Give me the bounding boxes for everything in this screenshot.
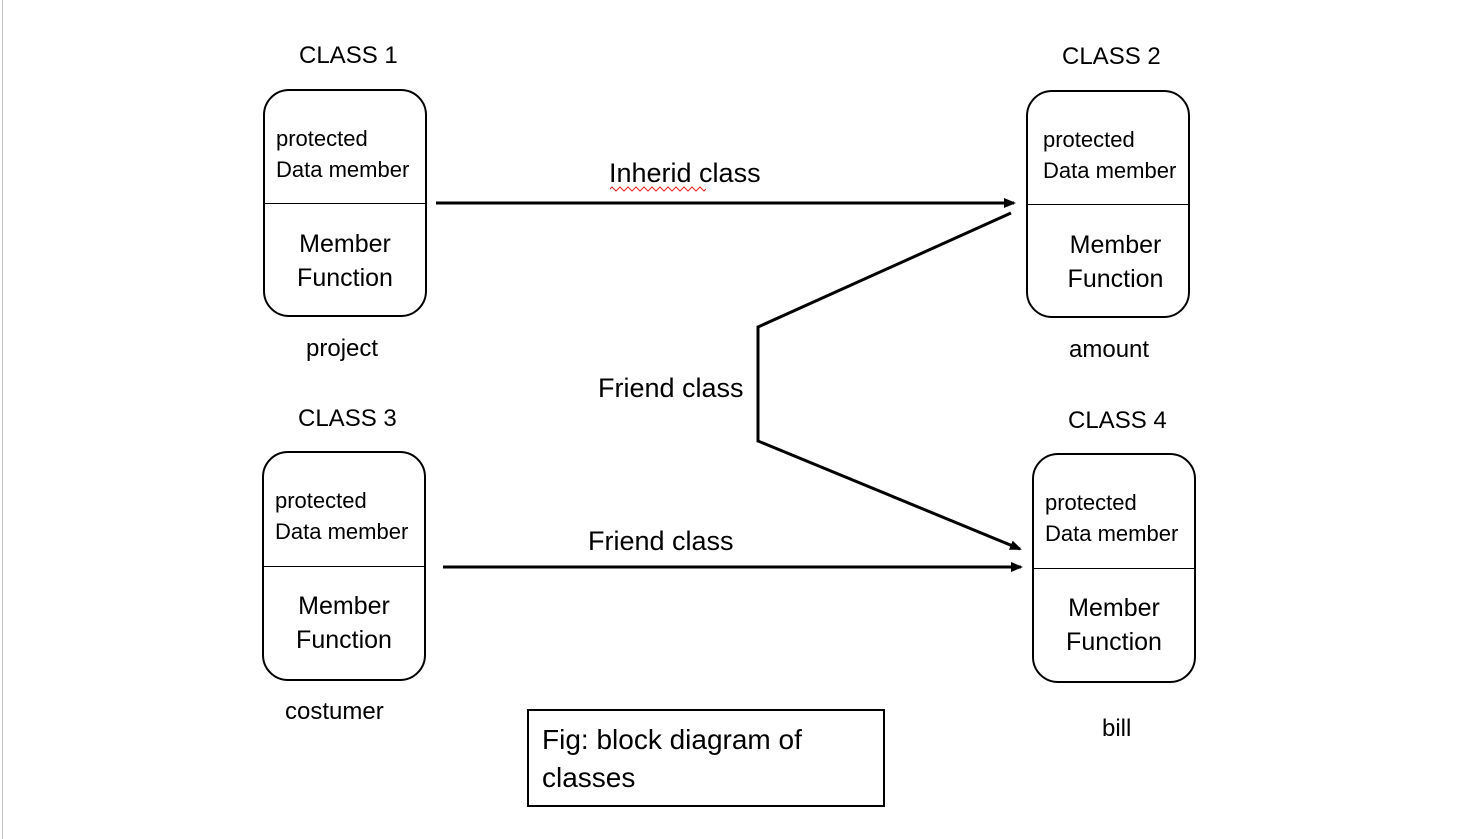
class-4-instance-name: bill	[1102, 715, 1132, 742]
class-2-divider	[1028, 204, 1188, 205]
class-3-instance-name: costumer	[285, 698, 384, 725]
class-4-func-line1: Member	[1068, 594, 1160, 622]
class-4-func-line2: Function	[1066, 628, 1162, 656]
class-2-title: CLASS 2	[1062, 43, 1161, 70]
class-4-data-section: protected Data member	[1045, 487, 1178, 549]
class-4-title: CLASS 4	[1068, 407, 1167, 434]
class-2-box: protected Data member Member Function	[1026, 90, 1190, 318]
class-3-box: protected Data member Member Function	[262, 451, 426, 681]
class-2-data-line2: Data member	[1043, 158, 1177, 183]
class-3-func-line2: Function	[296, 626, 392, 654]
spellcheck-squiggle	[610, 186, 706, 192]
friend-connector-class2-to-class4	[756, 211, 1022, 551]
class-4-data-line2: Data member	[1045, 521, 1179, 546]
class-1-divider	[265, 203, 425, 204]
class-1-title: CLASS 1	[299, 42, 398, 69]
class-2-func-line2: Function	[1067, 265, 1164, 293]
class-1-instance-name: project	[306, 335, 379, 362]
class-4-data-line1: protected	[1045, 490, 1137, 515]
class-4-divider	[1034, 568, 1194, 569]
class-1-data-line1: protected	[276, 126, 368, 151]
class-1-function-section: Member Function	[265, 227, 425, 295]
class-1-data-line2: Data member	[276, 157, 410, 182]
class-2-data-section: protected Data member	[1043, 124, 1176, 186]
page-left-edge	[2, 0, 3, 839]
class-3-data-line1: protected	[275, 488, 367, 513]
class-1-data-section: protected Data member	[276, 123, 409, 185]
class-1-func-line2: Function	[297, 264, 393, 292]
figure-caption-box: Fig: block diagram of classes	[527, 709, 885, 807]
class-4-function-section: Member Function	[1034, 591, 1194, 659]
class-3-data-line2: Data member	[275, 519, 409, 544]
class-3-function-section: Member Function	[264, 589, 424, 657]
class-2-instance-name: amount	[1069, 336, 1150, 363]
class-4-box: protected Data member Member Function	[1032, 453, 1196, 683]
class-3-data-section: protected Data member	[275, 485, 408, 547]
friend-relation-label-center: Friend class	[598, 373, 744, 403]
inherit-relation-label: Inherid class	[609, 158, 761, 188]
class-3-divider	[264, 566, 424, 567]
class-2-func-line1: Member	[1069, 231, 1162, 259]
friend-relation-label-bottom: Friend class	[588, 526, 734, 556]
class-1-func-line1: Member	[299, 230, 391, 258]
class-2-data-line1: protected	[1043, 127, 1135, 152]
class-3-func-line1: Member	[298, 592, 390, 620]
figure-caption-text: Fig: block diagram of classes	[542, 724, 802, 793]
class-3-title: CLASS 3	[298, 405, 397, 432]
class-2-function-section: Member Function	[1028, 228, 1188, 296]
class-1-box: protected Data member Member Function	[263, 89, 427, 317]
